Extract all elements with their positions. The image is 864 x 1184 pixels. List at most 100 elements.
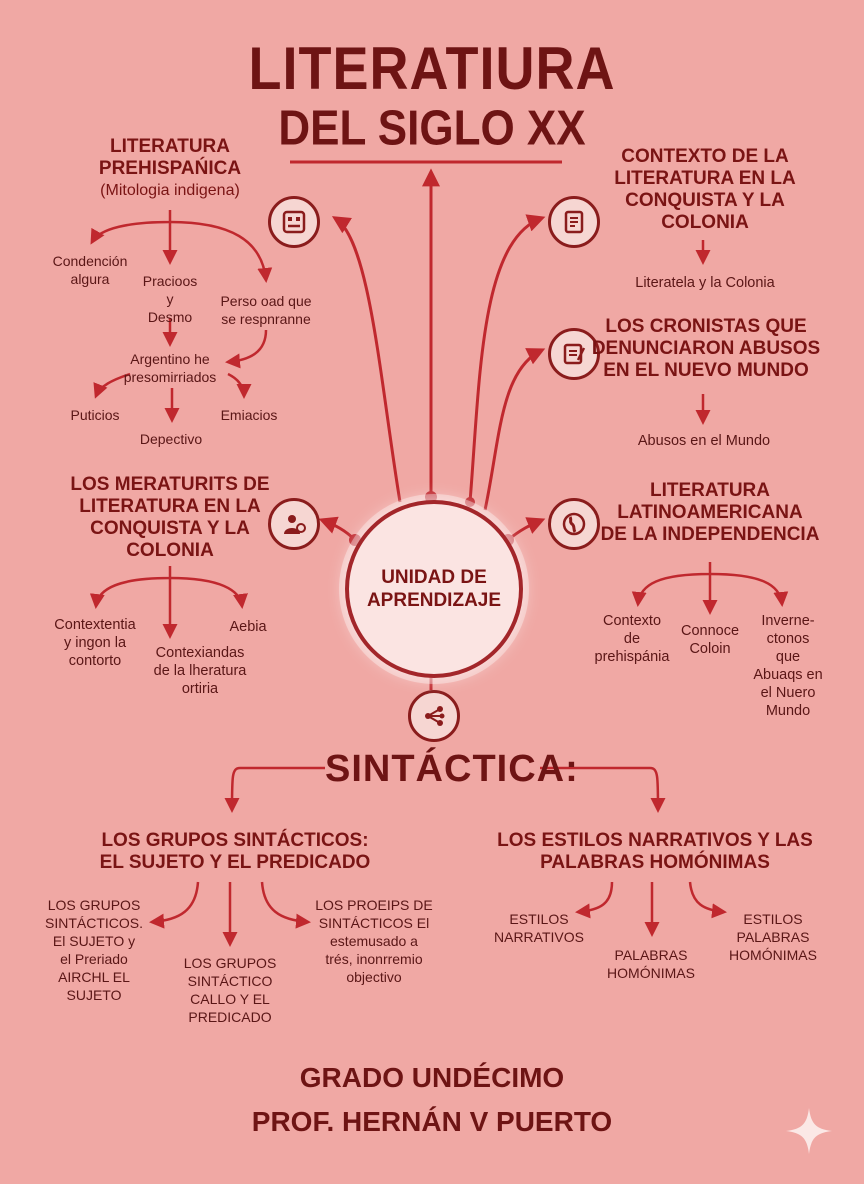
hub-line-2: APRENDIZAJE	[366, 590, 502, 611]
hub-circle: UNIDAD DE APRENDIZAJE	[345, 500, 523, 678]
leaf-line: ctonos	[766, 631, 810, 647]
title-line-1: LITERATIURA	[248, 35, 616, 103]
leaf-item: Argentino he presomirriados	[100, 350, 240, 386]
leaf-line: HOMÓNIMAS	[607, 965, 695, 981]
leaf-line: ESTILOS	[509, 911, 569, 927]
header-line: LOS CRONISTAS QUE	[605, 316, 807, 337]
leaf-line: Coloin	[689, 641, 731, 657]
leaf-line: CALLO Y EL	[190, 991, 270, 1007]
hub-line-1: UNIDAD DE	[381, 567, 487, 588]
conquistador-icon	[268, 498, 320, 550]
leaf-item: Contexto de prehispánia	[584, 612, 680, 666]
leaf-item: Contextentia y ingon la contorto	[40, 616, 150, 670]
leaf-item: Abusos en el Mundo	[637, 433, 771, 449]
leaf-line: ESTILOS	[743, 911, 803, 927]
leaf-line: y	[166, 291, 174, 307]
right-mid-header: LOS CRONISTAS QUE DENUNCIARON ABUSOS EN …	[590, 316, 822, 382]
right-low-header: LITERATURA LATINOAMERICANA DE LA INDEPEN…	[600, 480, 820, 546]
header-line: CONQUISTA Y LA	[625, 190, 785, 211]
leaf-line: Pracioos	[142, 273, 198, 289]
leaf-line: contorto	[68, 653, 122, 669]
leaf-item: Contexiandas de la lheratura ortiria	[140, 644, 260, 698]
leaf-line: El SUJETO y	[52, 933, 136, 949]
leaf-line: Perso oad que	[220, 293, 312, 309]
leaf-item: Puticios	[70, 407, 120, 423]
header-line: LITERATURA EN LA	[614, 168, 796, 189]
footer-teacher: PROF. HERNÁN V PUERTO	[251, 1106, 613, 1137]
leaf-line: Desmo	[147, 309, 193, 325]
share-network-icon	[408, 690, 460, 742]
leaf-line: PALABRAS	[614, 947, 688, 963]
leaf-line: SINTÁCTICOS.	[44, 915, 143, 931]
leaf-item: PALABRAS HOMÓNIMAS	[596, 946, 706, 982]
leaf-line: Abuaqs en	[753, 667, 823, 683]
leaf-line: el Nuero	[760, 685, 816, 701]
leaf-line: ortiria	[181, 681, 219, 697]
leaf-line: PALABRAS	[736, 929, 810, 945]
header-line: DE LA INDEPENDENCIA	[600, 524, 820, 545]
hub-label: UNIDAD DE APRENDIZAJE	[367, 566, 501, 612]
left-mid-header: LOS MERATURITS DE LITERATURA EN LA CONQU…	[50, 474, 290, 562]
mask-icon	[268, 196, 320, 248]
leaf-line: HOMÓNIMAS	[729, 947, 817, 963]
footer-grade: GRADO UNDÉCIMO	[299, 1062, 565, 1093]
header-line: COLONIA	[126, 540, 214, 561]
header-line: LOS ESTILOS NARRATIVOS Y LAS	[497, 830, 813, 851]
leaf-line: Mundo	[765, 703, 811, 719]
leaf-line: Connoce	[680, 623, 740, 639]
leaf-line: LOS GRUPOS	[183, 955, 277, 971]
header-line: LATINOAMERICANA	[617, 502, 803, 523]
leaf-item: ESTILOS NARRATIVOS	[484, 910, 594, 946]
header-line: LOS MERATURITS DE	[70, 474, 270, 495]
leaf-line: Condención	[52, 253, 128, 269]
leaf-item: Inverne- ctonos que Abuaqs en el Nuero M…	[740, 612, 836, 720]
leaf-line: se respnranne	[221, 311, 311, 327]
document-icon	[548, 196, 600, 248]
leaf-line: presomirriados	[123, 369, 217, 385]
leaf-line: algura	[70, 271, 110, 287]
leaf-line: el Preriado	[60, 951, 128, 967]
leaf-item: LOS PROEIPS DE SINTÁCTICOS El estemusado…	[304, 896, 444, 986]
leaf-line: estemusado a	[330, 933, 418, 949]
leaf-item: LOS GRUPOS SINTÁCTICO CALLO Y EL PREDICA…	[172, 954, 288, 1026]
title-line-2: DEL SIGLO XX	[278, 101, 586, 156]
leaf-line: AIRCHL EL	[58, 969, 130, 985]
leaf-item: Condención algura	[30, 252, 150, 288]
header-line: CONQUISTA Y LA	[90, 518, 250, 539]
leaf-line: de la lheratura	[153, 663, 247, 679]
leaf-item: Connoce Coloin	[670, 622, 750, 658]
leaf-line: SINTÁCTICOS El	[318, 915, 430, 931]
globe-americas-icon	[548, 498, 600, 550]
header-line: PALABRAS HOMÓNIMAS	[540, 852, 770, 873]
header-line: LITERATURA EN LA	[79, 496, 261, 517]
left-top-header: LITERATURA PREHISPAŃICA (Mitologia indig…	[70, 136, 270, 202]
leaf-item: Perso oad que se respnranne	[206, 292, 326, 328]
leaf-item: LOS GRUPOS SINTÁCTICOS. El SUJETO y el P…	[34, 896, 154, 1004]
leaf-line: LOS PROEIPS DE	[315, 897, 433, 913]
leaf-item: Depectivo	[139, 431, 203, 447]
header-line: CONTEXTO DE LA	[621, 146, 789, 167]
header-line: COLONIA	[661, 212, 749, 233]
leaf-line: Contexiandas	[155, 645, 245, 661]
leaf-line: Inverne-	[761, 613, 815, 629]
leaf-line: Argentino he	[130, 351, 210, 367]
header-line: LOS GRUPOS SINTÁCTICOS:	[101, 830, 369, 851]
leaf-line: SUJETO	[66, 987, 122, 1003]
header-line: LITERATURA	[650, 480, 770, 501]
syntax-label: SINTÁCTICA:	[325, 748, 579, 790]
header-line: DENUNCIARON ABUSOS	[591, 338, 821, 359]
leaf-line: SINTÁCTICO	[187, 973, 273, 989]
leaf-line: PREDICADO	[188, 1009, 272, 1025]
leaf-line: de	[623, 631, 641, 647]
leaf-line: que	[775, 649, 801, 665]
leaf-line: Contexto	[602, 613, 662, 629]
leaf-line: LOS GRUPOS	[47, 897, 141, 913]
header-line: LITERATURA	[110, 136, 230, 157]
leaf-item: Pracioos y Desmo	[120, 272, 220, 326]
leaf-item: Emiacios	[220, 407, 278, 423]
leaf-line: Contextentia	[54, 617, 136, 633]
header-line: PREHISPAŃICA	[98, 158, 242, 179]
leaf-item: Aebia	[229, 619, 267, 635]
right-top-header: CONTEXTO DE LA LITERATURA EN LA CONQUIST…	[600, 146, 810, 234]
chronicle-icon	[548, 328, 600, 380]
